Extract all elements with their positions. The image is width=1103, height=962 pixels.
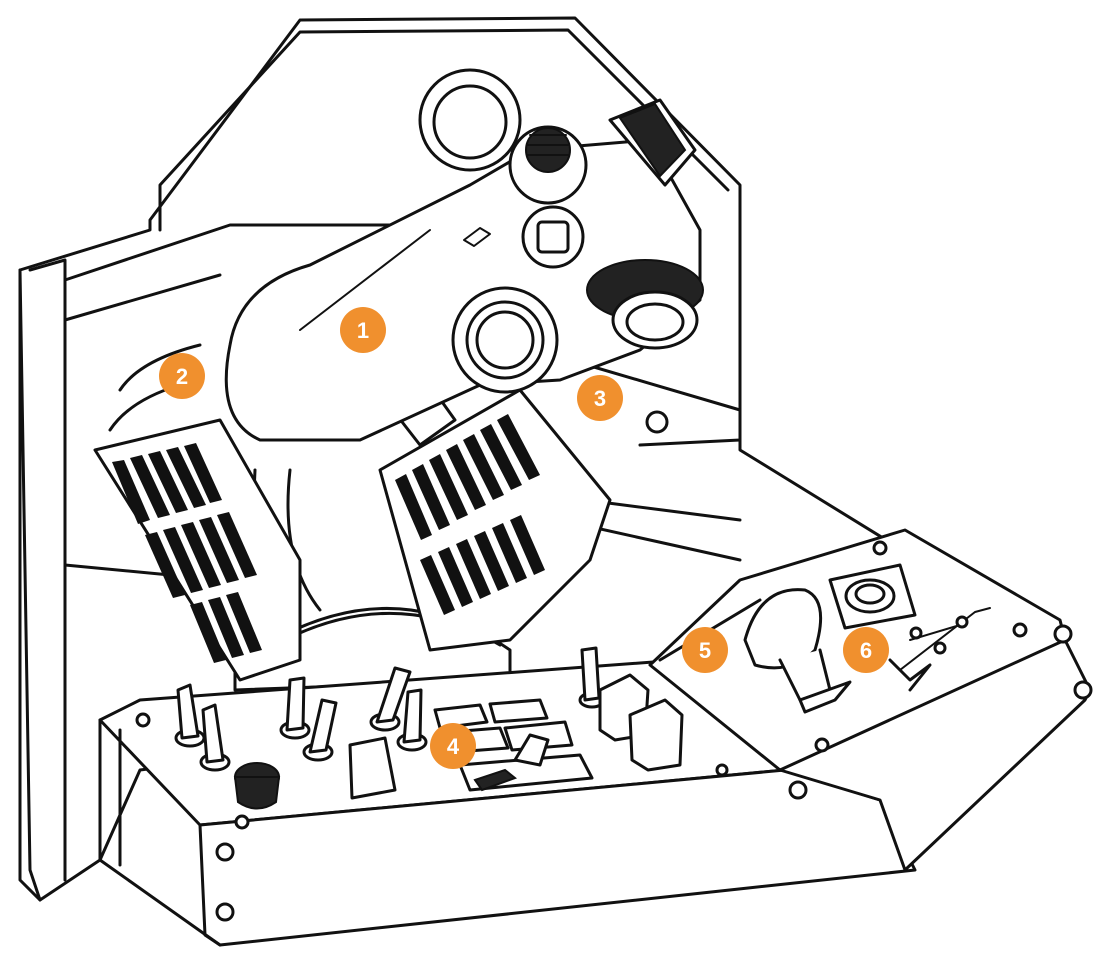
square-button-icon	[523, 207, 583, 267]
callout-1-label: 1	[357, 318, 369, 343]
callout-3-label: 3	[594, 386, 606, 411]
thumb-button-icon	[453, 288, 557, 392]
callout-1: 1	[340, 307, 386, 353]
callout-6: 6	[843, 627, 889, 673]
callout-4: 4	[430, 723, 476, 769]
panel-knob-icon	[235, 763, 279, 809]
hat-switch-icon	[510, 127, 586, 203]
callout-2: 2	[159, 353, 205, 399]
callout-5-label: 5	[699, 638, 711, 663]
callout-4-label: 4	[447, 734, 460, 759]
callout-6-label: 6	[860, 638, 872, 663]
yoke-top-left-button	[420, 70, 520, 170]
callout-2-label: 2	[176, 364, 188, 389]
callout-3: 3	[577, 375, 623, 421]
callout-5: 5	[682, 627, 728, 673]
